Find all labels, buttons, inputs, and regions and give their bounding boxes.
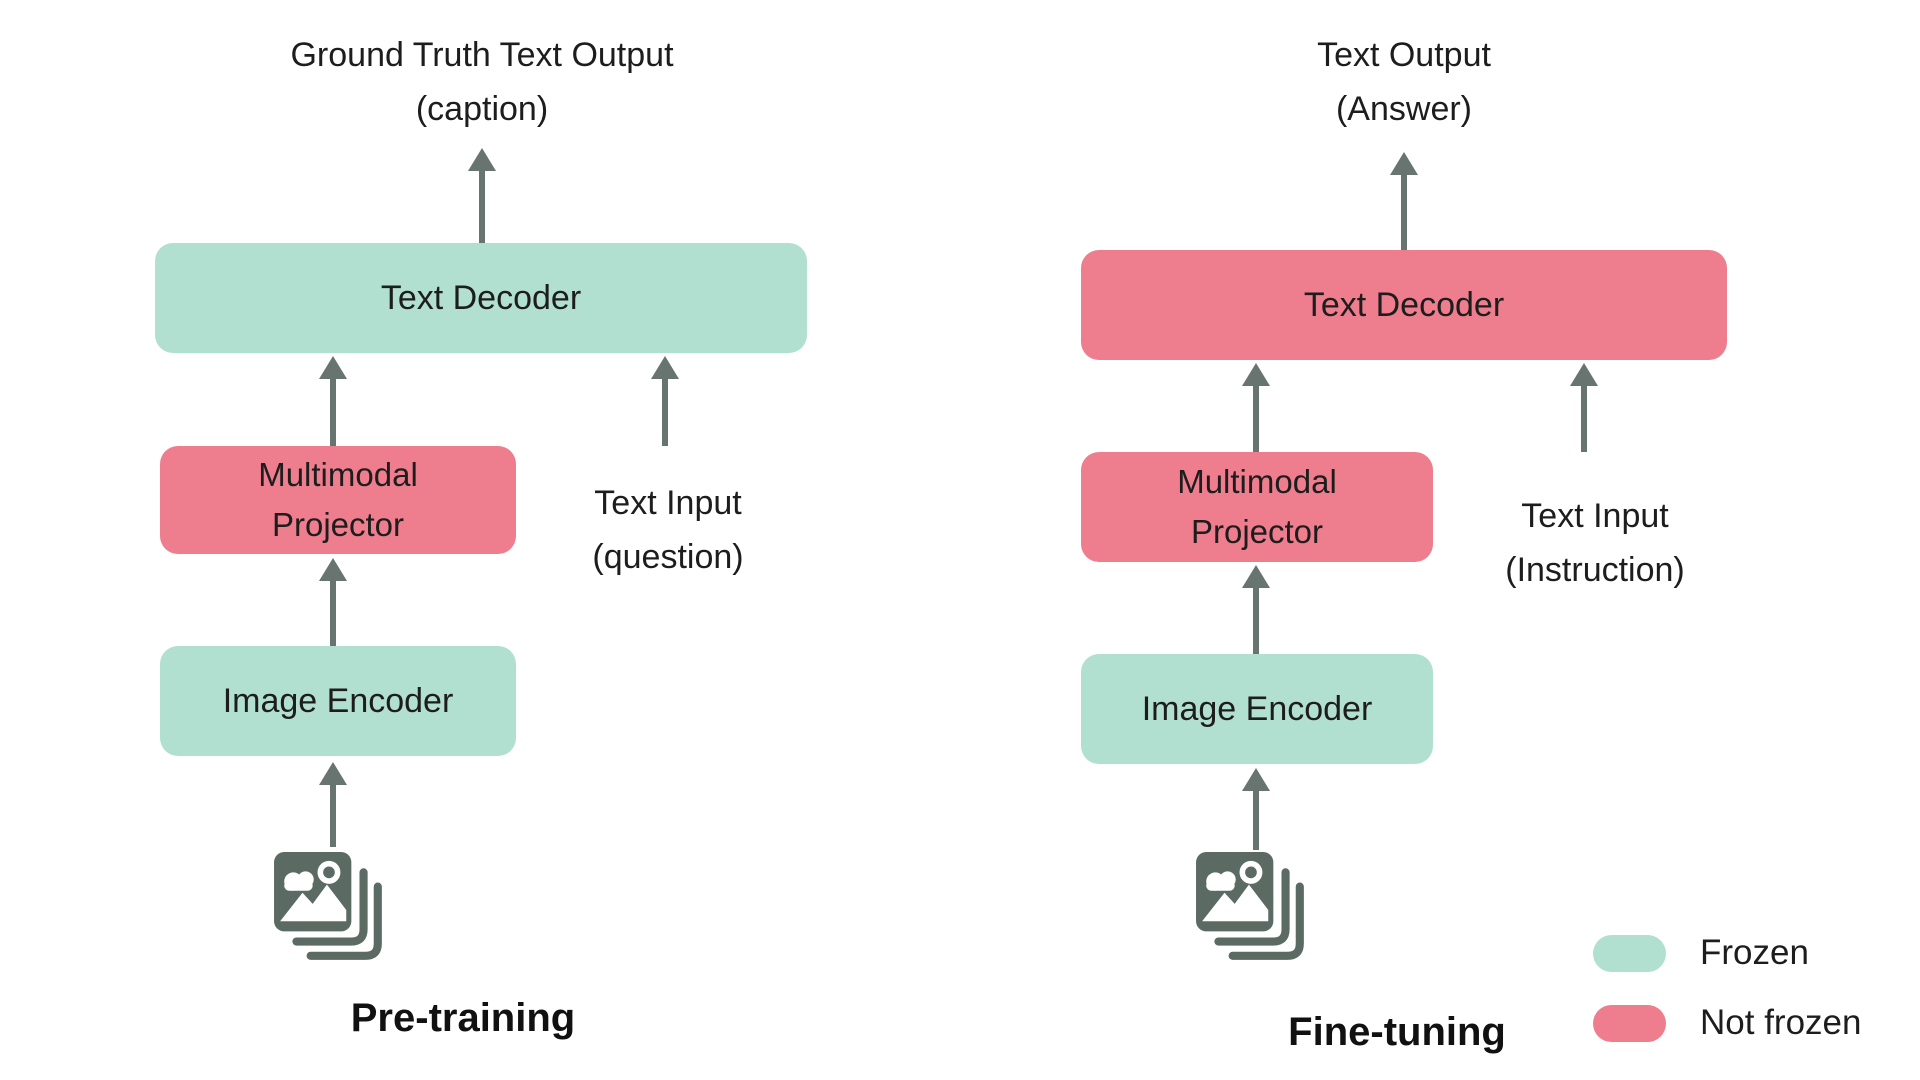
- right-stage-label: Fine-tuning: [1288, 1010, 1506, 1054]
- left-text-decoder-box: Text Decoder: [155, 243, 807, 353]
- arrow-up-icon: [651, 356, 679, 379]
- left-image-encoder-box: Image Encoder: [160, 646, 516, 756]
- image-stack-icon: [1196, 852, 1304, 960]
- legend-frozen-label: Frozen: [1700, 933, 1809, 972]
- right-image-encoder-box: Image Encoder: [1081, 654, 1433, 764]
- legend-not-frozen-label: Not frozen: [1700, 1003, 1862, 1042]
- right-text-decoder-box: Text Decoder: [1081, 250, 1727, 360]
- right-output-label-line2: (Answer): [1335, 90, 1473, 128]
- arrow-shaft: [330, 579, 336, 646]
- arrow-shaft: [479, 169, 485, 243]
- left-output-label-line2: (caption): [415, 90, 549, 128]
- arrow-up-icon: [1570, 363, 1598, 386]
- left-text-decoder-label: Text Decoder: [380, 279, 582, 317]
- right-projector-label-line1: Multimodal: [1177, 463, 1337, 500]
- arrow-up-icon: [1242, 363, 1270, 386]
- arrow-shaft: [1253, 586, 1259, 654]
- left-text-input-label: Text Input (question): [468, 476, 868, 584]
- right-output-label-line1: Text Output: [1317, 36, 1491, 74]
- right-output-label: Text Output (Answer): [1124, 28, 1684, 136]
- left-text-input-line2: (question): [592, 538, 744, 576]
- left-image-encoder-label: Image Encoder: [222, 682, 454, 720]
- legend-frozen-swatch: [1593, 935, 1666, 972]
- arrow-shaft: [1401, 173, 1407, 250]
- left-multimodal-projector-box: Multimodal Projector: [160, 446, 516, 554]
- arrow-up-icon: [319, 356, 347, 379]
- left-projector-label-line1: Multimodal: [258, 456, 418, 493]
- arrow-up-icon: [1390, 152, 1418, 175]
- arrow-up-icon: [1242, 565, 1270, 588]
- left-output-label-line1: Ground Truth Text Output: [290, 36, 674, 74]
- right-text-input-line1: Text Input: [1521, 497, 1669, 535]
- right-projector-label-line2: Projector: [1190, 513, 1324, 550]
- arrow-up-icon: [468, 148, 496, 171]
- arrow-up-icon: [319, 762, 347, 785]
- left-text-input-line1: Text Input: [594, 484, 742, 522]
- left-stage-label: Pre-training: [350, 996, 576, 1040]
- arrow-up-icon: [1242, 768, 1270, 791]
- arrow-up-icon: [319, 558, 347, 581]
- left-projector-label-line2: Projector: [271, 506, 405, 543]
- right-text-decoder-label: Text Decoder: [1303, 286, 1505, 324]
- right-text-input-label: Text Input (Instruction): [1395, 489, 1795, 597]
- arrow-shaft: [330, 783, 336, 847]
- arrow-shaft: [1253, 384, 1259, 452]
- image-stack-icon: [274, 852, 382, 960]
- right-image-encoder-label: Image Encoder: [1141, 690, 1373, 728]
- arrow-shaft: [662, 377, 668, 446]
- left-output-label: Ground Truth Text Output (caption): [202, 28, 762, 136]
- arrow-shaft: [1253, 789, 1259, 850]
- arrow-shaft: [1581, 384, 1587, 452]
- legend-not-frozen-swatch: [1593, 1005, 1666, 1042]
- right-text-input-line2: (Instruction): [1505, 551, 1685, 589]
- arrow-shaft: [330, 377, 336, 446]
- right-multimodal-projector-box: Multimodal Projector: [1081, 452, 1433, 562]
